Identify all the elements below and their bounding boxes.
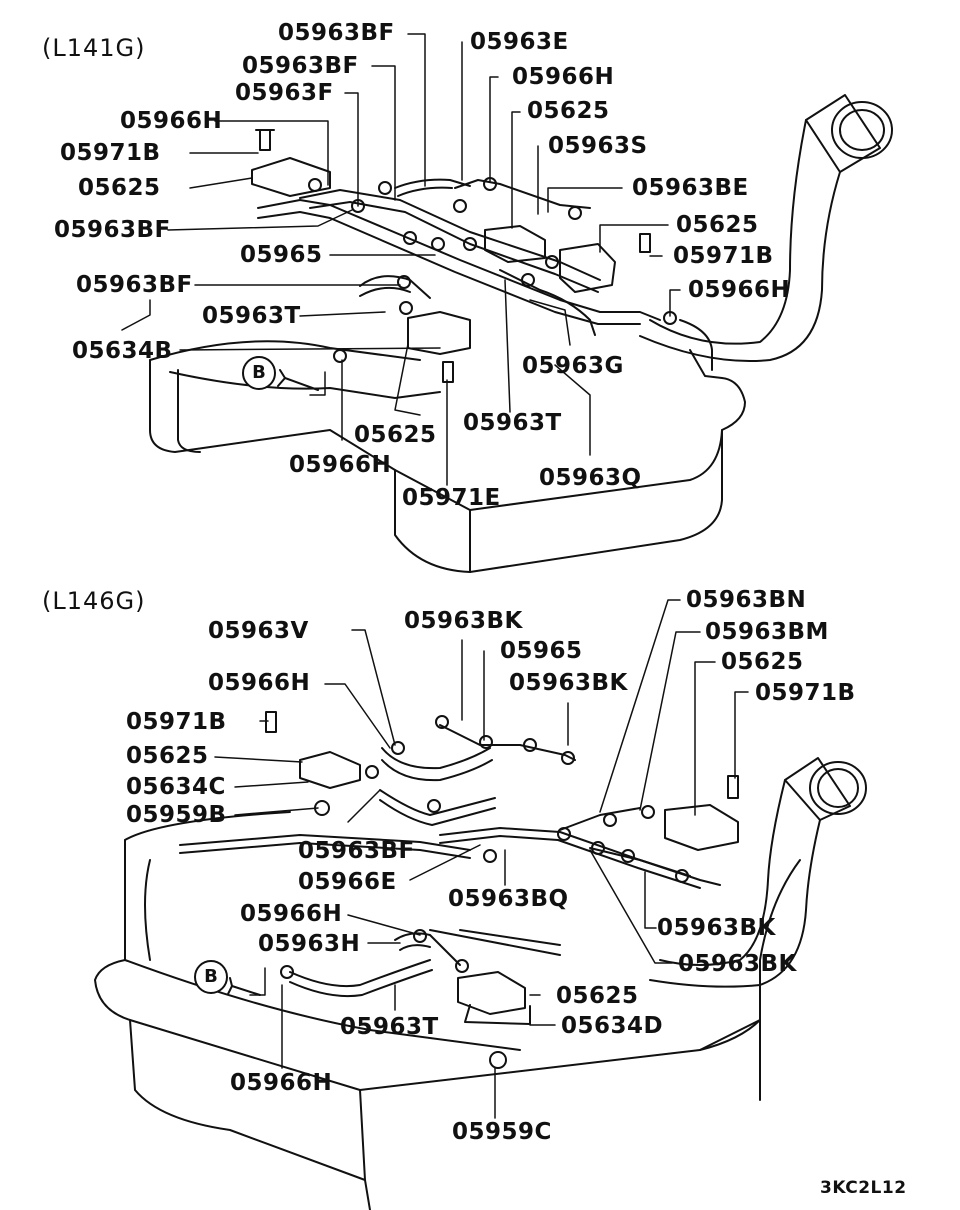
part-label: 05625 [126,743,209,769]
part-label: 05963BF [54,217,171,243]
part-label: 05963G [522,353,624,379]
part-label: 05625 [556,983,639,1009]
top-filler-neck [639,94,893,362]
part-label: 05634D [561,1013,664,1039]
part-label: 05971E [402,485,501,511]
part-label: 05971B [60,140,161,166]
bottom-ref-arrow-head [227,977,233,995]
part-label: 05963H [258,931,361,957]
top-ref-arrow [284,377,319,391]
part-label: 05963BF [76,272,193,298]
part-label: 05966E [298,869,397,895]
part-label: 05963BE [632,175,749,201]
part-label: 05963BF [298,838,415,864]
part-label: 05963F [235,80,334,106]
part-label: 05963T [340,1014,439,1040]
part-label: 05971B [126,709,227,735]
bottom-filler-neck [649,757,867,988]
top-leaders [121,33,681,486]
part-label: 05963T [463,410,562,436]
part-label: 05963BK [404,608,523,634]
section-header-l146g: (L146G) [42,587,146,615]
part-label: 05634B [72,338,173,364]
part-label: 05625 [721,649,804,675]
part-label: 05625 [78,175,161,201]
part-label: 05625 [676,212,759,238]
bottom-hoses [179,711,739,1069]
part-label: 05966H [289,452,392,478]
part-label: 05965 [240,242,323,268]
part-label: 05963S [548,133,648,159]
part-label: 05963BM [705,619,829,645]
part-label: 05963BK [657,915,776,941]
part-label: 05966H [688,277,791,303]
part-label: 05966H [230,1070,333,1096]
reference-marker-bottom: B [194,960,228,994]
top-ref-arrow-head [277,369,286,387]
top-hoses [251,129,713,383]
part-label: 05963Q [539,465,642,491]
reference-marker-top: B [242,356,276,390]
section-header-l141g: (L141G) [42,34,146,62]
part-label: 05966H [120,108,223,134]
part-label: 05963BF [242,53,359,79]
part-label: 05963BK [678,951,797,977]
part-label: 05634C [126,774,226,800]
part-label: 05963T [202,303,301,329]
part-label: 05963BQ [448,886,569,912]
part-label: 05963E [470,29,569,55]
part-label: 05625 [527,98,610,124]
bottom-leaders [214,599,749,1119]
part-label: 05965 [500,638,583,664]
part-label: 05963V [208,618,309,644]
bottom-fuel-tank [94,811,801,1210]
part-label: 05963BK [509,670,628,696]
bottom-ref-arrow [231,985,261,996]
part-label: 05966H [240,901,343,927]
part-label: 05959B [126,802,227,828]
part-label: 05966H [208,670,311,696]
part-label: 05959C [452,1119,552,1145]
part-label: 05963BF [278,20,395,46]
part-label: 05971B [755,680,856,706]
figure-code: 3KC2L12 [820,1178,907,1198]
part-label: 05971B [673,243,774,269]
part-label: 05625 [354,422,437,448]
part-label: 05966H [512,64,615,90]
part-label: 05963BN [686,587,807,613]
